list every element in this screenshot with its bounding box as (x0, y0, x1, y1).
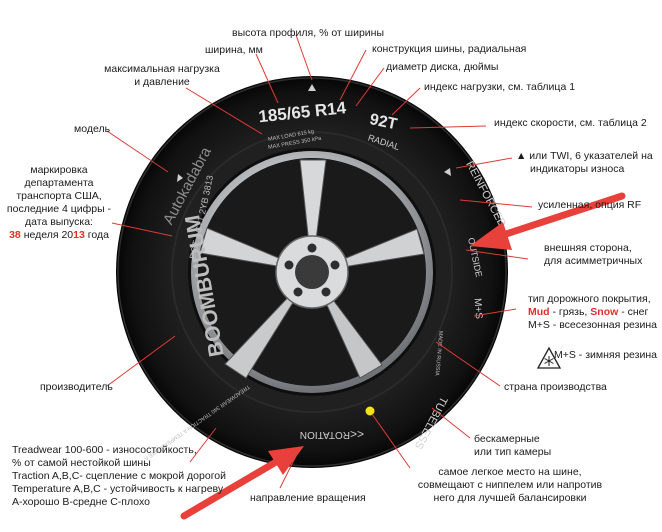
leader-lines (106, 34, 533, 489)
label-light-spot: самое легкое место на шине, совмещают с … (417, 466, 603, 504)
label-rotation: направление вращения (250, 492, 366, 504)
label-manufacturer: производитель (40, 381, 113, 393)
lug-nuts (284, 243, 340, 297)
label-outside: внешняя сторона, для асимметричных (544, 242, 643, 267)
label-tubeless: бескамерные или тип камеры (474, 433, 552, 458)
rotation-chevrons: >> (350, 427, 364, 441)
label-construction: конструкция шины, радиальная (372, 43, 527, 55)
label-profile-height: высота профиля, % от ширины (232, 27, 384, 39)
label-load-index: индекс нагрузки, см. таблица 1 (424, 81, 576, 93)
label-treadwear: Treadwear 100-600 - износостойкость, % о… (12, 444, 227, 508)
wheel-rim (191, 151, 433, 393)
rotation-marking: ROTATION (300, 429, 350, 440)
label-width: ширина, мм (205, 44, 263, 56)
light-spot-marker (365, 406, 375, 416)
label-speed-index: индекс скорости, см. таблица 2 (494, 117, 647, 129)
label-max-load: максимальная нагрузка и давление (104, 63, 220, 88)
snowflake-icon (536, 346, 562, 369)
label-winter: M+S - зимняя резина (554, 349, 657, 361)
twi-indicators (177, 84, 451, 182)
label-model: модель (74, 123, 111, 135)
label-dot: маркировка департамента транспорта США, … (6, 164, 112, 241)
label-reinforced: усиленная, опция RF (538, 199, 642, 211)
rotation-arrow (180, 446, 304, 520)
ms-marking: M+S (471, 298, 483, 320)
label-twi: ▲ или TWI, 6 указателей на индикаторы из… (516, 150, 653, 175)
outside-arrow (470, 192, 626, 250)
label-country: страна производства (504, 381, 607, 393)
label-road-type: тип дорожного покрытия, Mud - грязь, Sno… (528, 293, 657, 331)
made-in-marking: MADE IN RUSSIA (433, 331, 443, 377)
label-rim-diameter: диаметр диска, дюймы (386, 61, 499, 73)
load-speed-marking: 92T (368, 111, 399, 133)
